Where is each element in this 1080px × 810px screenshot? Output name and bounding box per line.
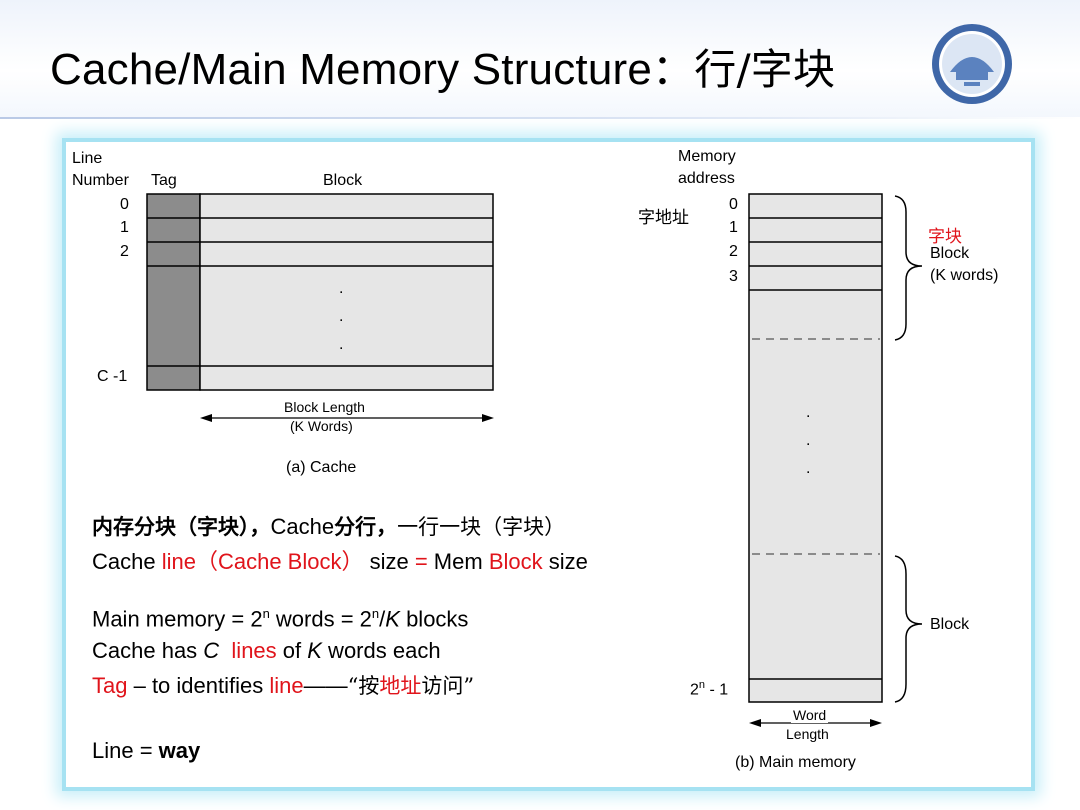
cache-dot-1: .: [339, 280, 344, 297]
memory-row-0: 0: [729, 196, 738, 213]
last-row-base: 2: [690, 681, 699, 699]
block-brace-lower: [894, 555, 923, 703]
note-4-c: C: [203, 638, 220, 663]
note-5-addr: 地址: [379, 674, 422, 698]
note-4-a: Cache has: [92, 638, 204, 663]
memory-row-2: 2: [729, 243, 738, 260]
memory-row-1: 1: [729, 219, 738, 236]
note-6-way: way: [158, 738, 201, 763]
memory-dot-2: .: [806, 432, 811, 449]
cache-diagram: [146, 193, 494, 422]
note-2-end: size: [542, 549, 588, 574]
memory-caption: (b) Main memory: [735, 754, 856, 771]
last-row-suffix: - 1: [705, 681, 729, 699]
note-line-6: Line = way: [92, 738, 200, 764]
cache-tag-label: Tag: [151, 172, 177, 189]
cache-block-label: Block: [323, 172, 363, 189]
cache-row-last: C -1: [97, 368, 128, 385]
word-length-label-2: Length: [786, 726, 829, 742]
note-1-cache: Cache: [270, 514, 335, 539]
cache-row-2: 2: [120, 243, 129, 260]
memory-diagram: [748, 193, 923, 727]
memory-row-3: 3: [729, 268, 738, 285]
note-1-bold2: 分行，: [334, 514, 398, 539]
note-4-of: of: [276, 638, 308, 663]
note-3-c: /: [379, 606, 386, 632]
note-1-bold: 内存分块（字块），: [92, 514, 271, 539]
cache-caption: (a) Cache: [286, 459, 357, 476]
note-4-lines: lines: [231, 638, 277, 663]
memory-dot-1: .: [806, 404, 811, 421]
note-2-a: Cache: [92, 549, 162, 574]
note-5-line: line: [269, 673, 304, 698]
note-2-block: Block: [488, 549, 543, 574]
note-3-d: blocks: [399, 606, 469, 632]
brace-block-label: Block: [930, 245, 970, 262]
cache-tag-column: [146, 193, 201, 391]
memory-column: [748, 193, 883, 703]
cache-block-column: [199, 193, 494, 391]
note-3-b: words = 2: [269, 606, 372, 632]
last-row-exp: n: [698, 679, 706, 691]
note-4-end: words each: [321, 638, 441, 663]
memory-row-last: 2n - 1: [690, 679, 728, 699]
cache-line-label: Line: [72, 150, 103, 167]
note-line-2: Cache line（Cache Block） size = Mem Block…: [92, 544, 588, 576]
note-2-eq: =: [414, 549, 428, 574]
cache-row-1: 1: [120, 219, 129, 236]
note-4-k: K: [307, 638, 322, 663]
block-length-label: Block Length: [282, 399, 367, 415]
note-5-q1: “按: [347, 674, 380, 698]
note-line-4: Cache has C lines of K words each: [92, 638, 441, 664]
brace-kwords-label: (K words): [930, 267, 999, 284]
note-line-5: Tag – to identifies line——“按地址访问”: [92, 670, 474, 700]
note-2-mem: Mem: [427, 549, 489, 574]
memory-address-label-1: Memory: [678, 148, 736, 165]
note-3-sup2: n: [371, 606, 380, 621]
note-5-tag: Tag: [92, 673, 128, 698]
note-5-q2: 访问”: [421, 674, 475, 698]
cache-number-label: Number: [72, 172, 129, 189]
memory-address-label-2: address: [678, 170, 735, 187]
cache-dot-3: .: [339, 336, 344, 353]
note-5-mid: – to identifies: [127, 673, 270, 698]
cache-dot-2: .: [339, 308, 344, 325]
header-band: [0, 0, 1080, 118]
lower-block-label: Block: [930, 616, 970, 633]
note-5-dash: ——: [303, 673, 348, 698]
cache-row-0: 0: [120, 196, 129, 213]
slide-title: Cache/Main Memory Structure：行/字块: [50, 36, 835, 97]
note-2-line: line（Cache Block）: [161, 549, 364, 574]
university-logo: [930, 22, 1014, 106]
note-3-k: K: [385, 606, 400, 632]
note-line-1: 内存分块（字块），Cache分行，一行一块（字块）: [92, 511, 565, 541]
block-brace-upper: [894, 195, 923, 341]
memory-dot-3: .: [806, 460, 811, 477]
note-3-a: Main memory = 2: [92, 606, 263, 632]
title-main: Cache/Main Memory Structure: [50, 45, 653, 94]
block-length-kwords: (K Words): [290, 418, 353, 434]
brace-cjk-label: 字块: [928, 227, 962, 247]
note-2-size: size: [363, 549, 415, 574]
title-colon: ：: [652, 45, 695, 94]
word-address-label: 字地址: [638, 208, 689, 228]
note-1-rest: 一行一块（字块）: [397, 515, 566, 539]
note-6-line: Line =: [92, 738, 159, 763]
word-length-label-1: Word: [791, 707, 829, 723]
note-line-3: Main memory = 2n words = 2n/K blocks: [92, 606, 468, 632]
note-3-sup1: n: [262, 606, 270, 621]
header-divider: [0, 117, 1080, 119]
title-cjk: 行/字块: [694, 45, 836, 94]
